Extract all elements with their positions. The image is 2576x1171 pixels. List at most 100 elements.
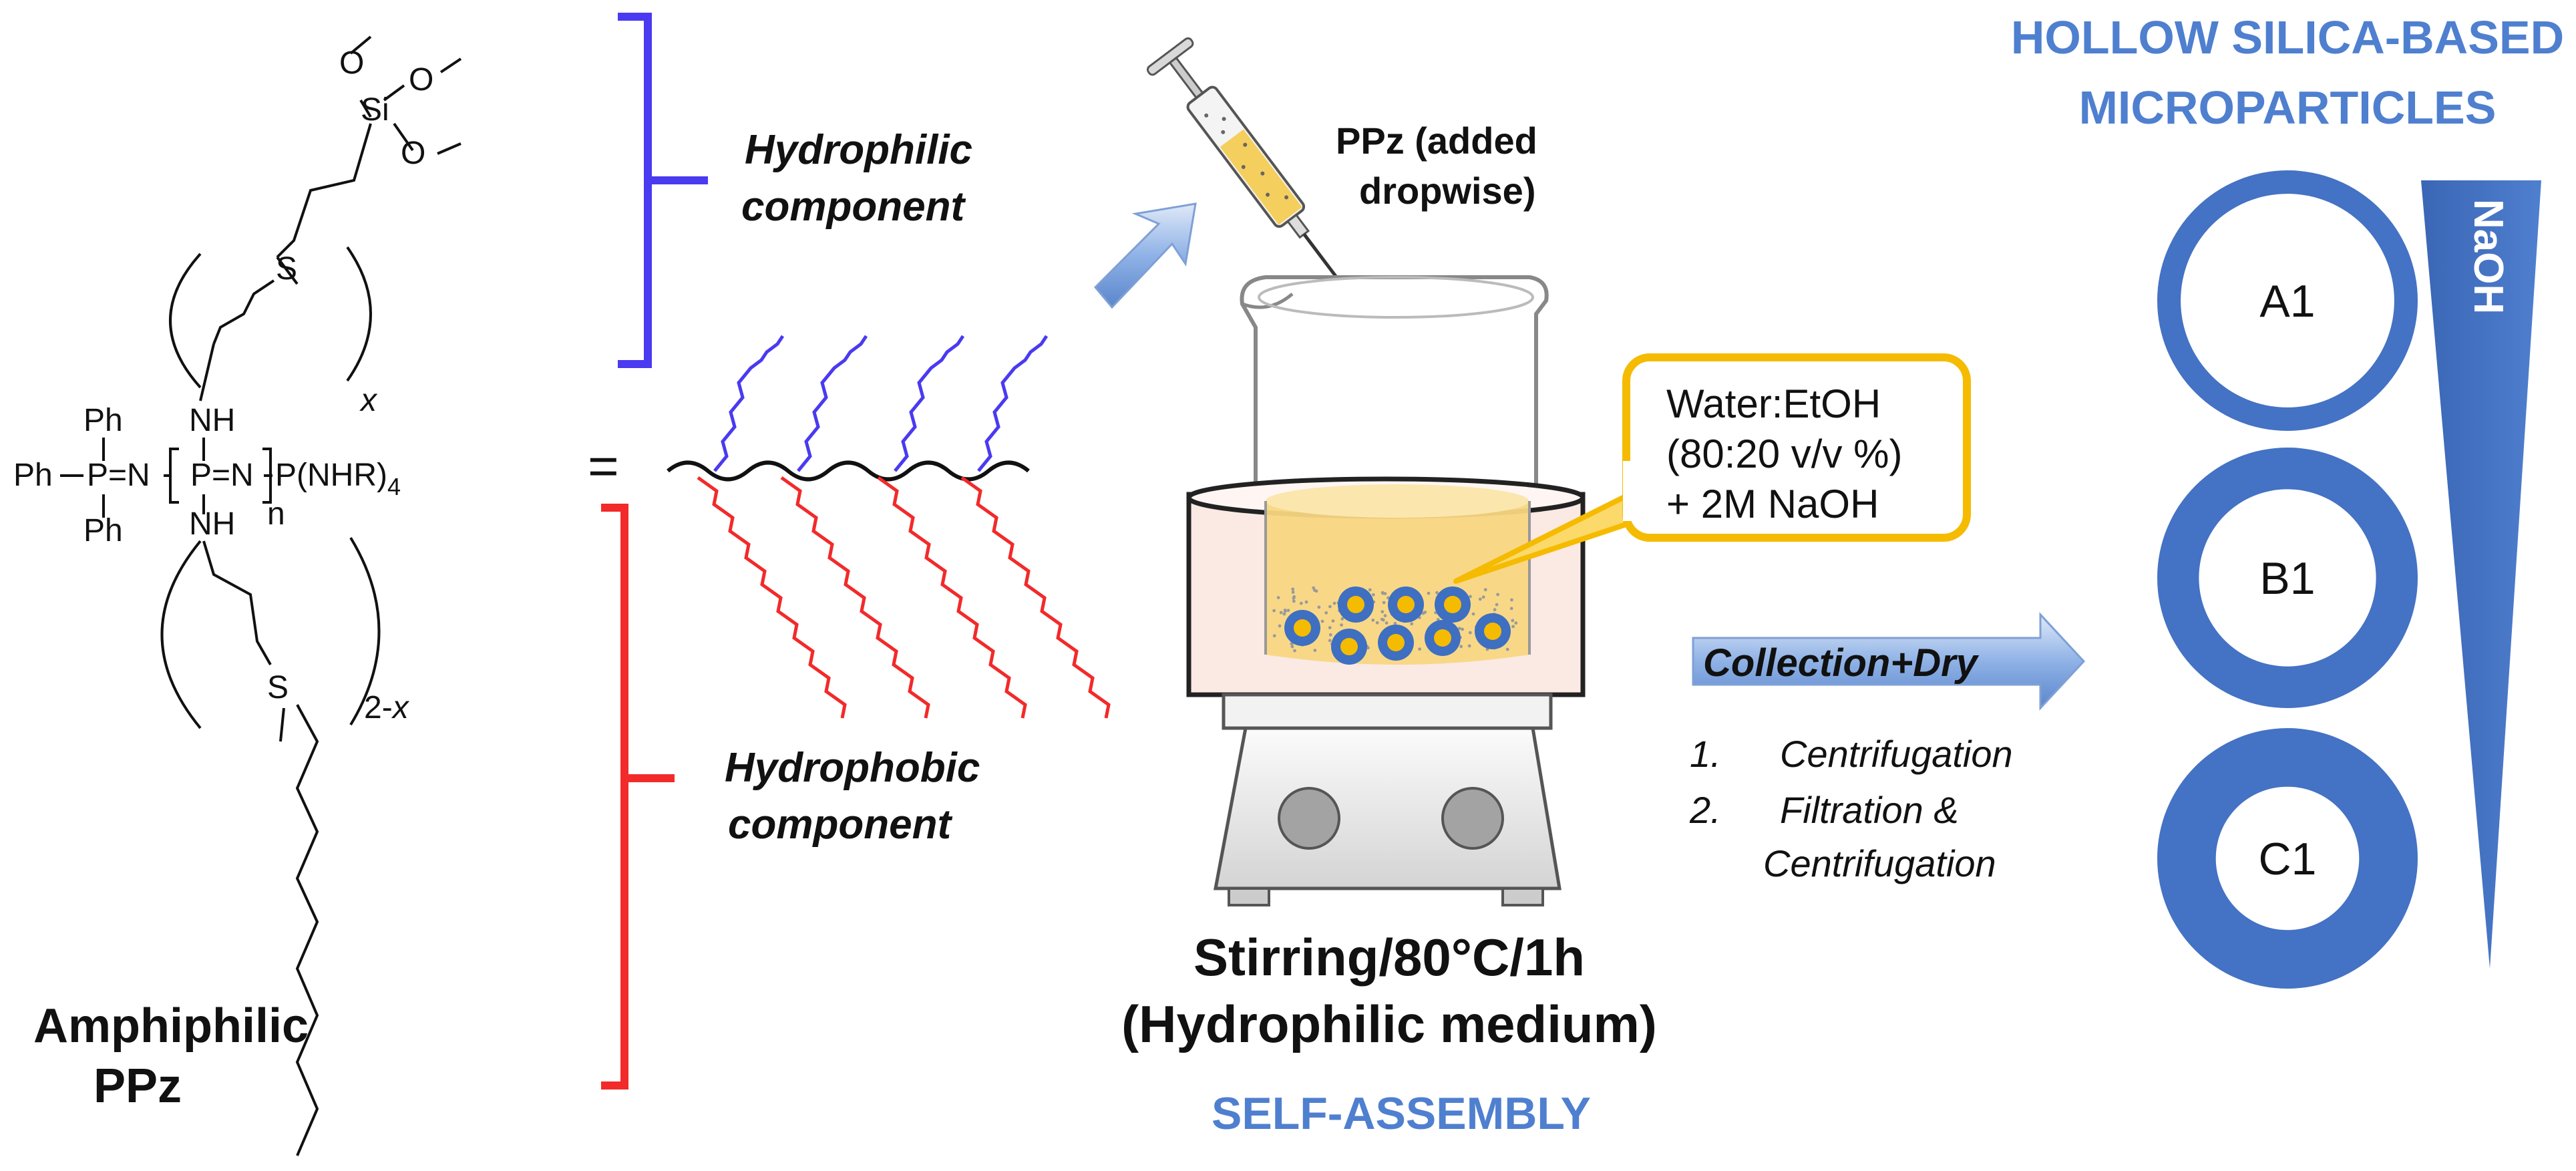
sulfur-label-top: S xyxy=(276,251,297,287)
micelle xyxy=(1338,587,1374,623)
solution-speck xyxy=(1328,605,1332,609)
solution-speck xyxy=(1328,626,1332,630)
solution-speck xyxy=(1423,611,1427,614)
solution-speck xyxy=(1293,649,1296,653)
micelle xyxy=(1388,587,1424,623)
solution-speck xyxy=(1290,645,1294,649)
paren-bottom-right xyxy=(349,536,381,726)
nh-top-label: NH xyxy=(189,403,235,438)
paren-top-right xyxy=(346,246,372,382)
lower-thioether-chain xyxy=(202,540,319,1156)
hydrophobic-label-line1: Hydrophobic xyxy=(725,745,980,791)
solution-speck xyxy=(1511,625,1515,629)
conditions-line1: Stirring/80°C/1h xyxy=(1193,928,1585,987)
upper-thioether-chain xyxy=(212,256,299,345)
trimethoxysilyl-group xyxy=(276,35,462,259)
solution-speck xyxy=(1340,623,1343,627)
conditions-line2: (Hydrophilic medium) xyxy=(1121,995,1657,1053)
micelle xyxy=(1435,587,1471,623)
ph-bottom-label: Ph xyxy=(83,513,123,548)
solution-speck xyxy=(1272,634,1276,638)
hydrophobic-side-chain xyxy=(697,476,847,719)
micelle xyxy=(1284,610,1320,646)
solution-speck xyxy=(1510,598,1513,602)
step2-number: 2. xyxy=(1689,789,1721,831)
solution-speck xyxy=(1278,624,1282,628)
solution-speck xyxy=(1320,619,1324,623)
solution-speck xyxy=(1371,593,1375,597)
solution-speck xyxy=(1435,591,1439,595)
solution-speck xyxy=(1509,607,1513,611)
solution-speck xyxy=(1292,595,1296,599)
solution-speck xyxy=(1469,595,1472,599)
solution-speck xyxy=(1385,621,1389,625)
solution-speck xyxy=(1328,639,1332,643)
solution-speck xyxy=(1483,588,1487,592)
hydrophilic-side-chain xyxy=(797,335,868,472)
solution-speck xyxy=(1495,603,1499,607)
syringe-label-line2: dropwise) xyxy=(1359,170,1535,212)
solution-speck xyxy=(1371,619,1375,622)
p-eq-n-label: P=N xyxy=(87,458,150,493)
solution-speck xyxy=(1292,599,1296,603)
hydrophilic-bracket xyxy=(618,13,708,368)
micelle xyxy=(1378,625,1414,661)
solution-speck xyxy=(1324,611,1328,615)
n-subscript: n xyxy=(267,496,285,532)
bracket-left xyxy=(169,448,179,504)
bracket-right xyxy=(262,448,272,504)
solution-speck xyxy=(1478,597,1482,601)
step2-text-line2: Centrifugation xyxy=(1763,842,1996,884)
solution-speck xyxy=(1368,588,1372,592)
x-subscript: x xyxy=(359,383,378,418)
solution-speck xyxy=(1514,621,1518,625)
solution-speck xyxy=(1381,610,1385,614)
solution-speck xyxy=(1511,619,1515,623)
sulfur-label-bottom: S xyxy=(267,670,289,705)
naoh-label: NaOH xyxy=(2465,199,2511,314)
oxygen-label-2: O xyxy=(409,62,433,98)
solution-speck xyxy=(1286,609,1290,613)
two-minus-x-subscript: 2-x xyxy=(364,690,410,725)
collection-arrow-label: Collection+Dry xyxy=(1703,641,1980,685)
ph-top-label: Ph xyxy=(83,403,123,438)
solution-speck xyxy=(1382,601,1386,605)
hot-plate-icon xyxy=(1213,693,1561,906)
solution-speck xyxy=(1331,619,1335,623)
amphiphilic-title-line1: Amphiphilic xyxy=(33,999,309,1053)
hydrophobic-side-chain xyxy=(877,476,1027,719)
solution-speck xyxy=(1471,612,1475,616)
solution-speck xyxy=(1496,593,1500,597)
solution-speck xyxy=(1481,595,1485,599)
reaction-solution xyxy=(1264,484,1531,665)
solution-speck xyxy=(1272,609,1276,613)
solution-speck xyxy=(1467,644,1471,648)
solution-speck xyxy=(1457,627,1461,631)
paren-bottom-left xyxy=(160,540,202,729)
hydrophobic-side-chain xyxy=(960,476,1111,719)
solution-speck xyxy=(1381,591,1385,595)
micelle xyxy=(1425,620,1461,656)
solution-speck xyxy=(1291,587,1295,591)
solution-speck xyxy=(1328,633,1332,637)
hydrophobic-label-line2: component xyxy=(728,802,952,848)
solution-speck xyxy=(1317,605,1321,609)
collection-arrow xyxy=(1692,612,2086,711)
chemical-structure: O O O Si S x NH Ph Ph Ph P=N xyxy=(13,35,462,1156)
oxygen-label-1: O xyxy=(339,45,364,81)
solution-speck xyxy=(1332,601,1336,605)
solution-speck xyxy=(1461,627,1465,631)
amphiphilic-title-line2: PPz xyxy=(94,1059,182,1113)
solution-speck xyxy=(1383,614,1387,618)
solution-speck xyxy=(1312,586,1316,590)
callout-line2: (80:20 v/v %) xyxy=(1666,432,1902,476)
step1-number: 1. xyxy=(1690,733,1721,775)
silicon-label: Si xyxy=(361,92,389,128)
particle-label-c1: C1 xyxy=(2259,834,2317,884)
callout-line3: + 2M NaOH xyxy=(1666,482,1879,526)
solution-speck xyxy=(1279,611,1283,615)
callout-line1: Water:EtOH xyxy=(1666,381,1881,426)
ph-left-label: Ph xyxy=(13,458,53,493)
